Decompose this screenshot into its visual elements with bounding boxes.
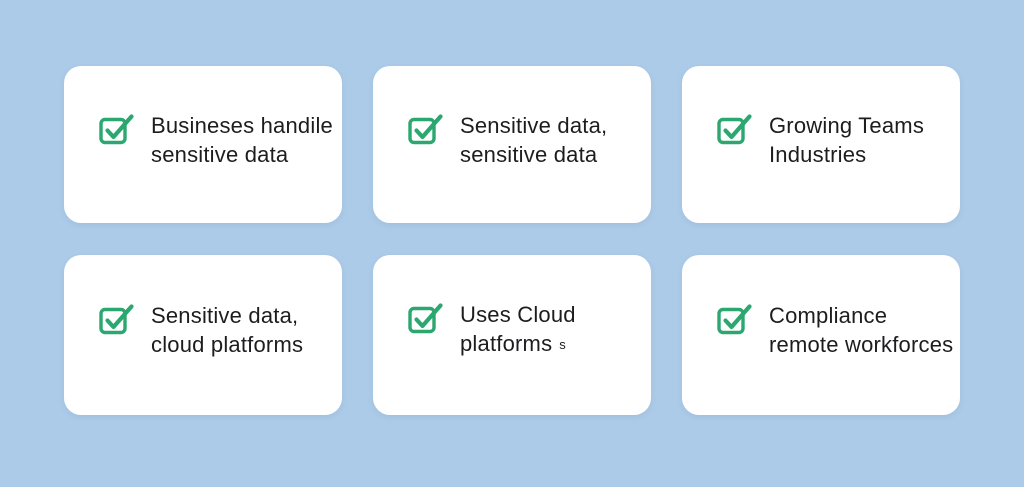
card-line-text: platforms (460, 330, 553, 356)
feature-card-5: Uses Cloud platforms s (373, 255, 651, 415)
card-line: Busineses handile (151, 112, 333, 138)
card-line: sensitive data (151, 141, 289, 167)
small-stray-glyph: s (559, 336, 566, 352)
feature-card-3: Growing Teams Industries (682, 66, 960, 223)
checkbox-checked-icon (407, 111, 444, 146)
card-line: Uses Cloud (460, 301, 576, 327)
card-text: Sensitive data, sensitive data (460, 111, 607, 169)
card-text: Busineses handile sensitive data (151, 111, 333, 169)
card-line: Sensitive data, (151, 303, 299, 328)
checkbox-checked-icon (407, 300, 444, 335)
card-line: platforms s (460, 329, 576, 361)
feature-card-2: Sensitive data, sensitive data (373, 66, 651, 223)
card-text: Uses Cloud platforms s (460, 300, 576, 361)
card-line: Compliance (769, 303, 888, 328)
feature-card-1: Busineses handile sensitive data (64, 66, 342, 223)
feature-cards-grid: Busineses handile sensitive data Sensiti… (64, 66, 960, 415)
feature-card-6: Compliance remote workforces (682, 255, 960, 415)
card-line: remote workforces (769, 332, 954, 357)
card-line: sensitive data (460, 141, 598, 167)
card-line: Industries (769, 141, 867, 167)
card-text: Growing Teams Industries (769, 111, 924, 169)
checkbox-checked-icon (716, 301, 753, 336)
card-text: Compliance remote workforces (769, 301, 953, 359)
checkbox-checked-icon (716, 111, 753, 146)
checkbox-checked-icon (98, 301, 135, 336)
card-text: Sensitive data, cloud platforms (151, 301, 303, 359)
card-line: cloud platforms (151, 332, 304, 357)
checkbox-checked-icon (98, 111, 135, 146)
card-line: Growing Teams (769, 112, 925, 138)
feature-card-4: Sensitive data, cloud platforms (64, 255, 342, 415)
card-line: Sensitive data, (460, 112, 608, 138)
